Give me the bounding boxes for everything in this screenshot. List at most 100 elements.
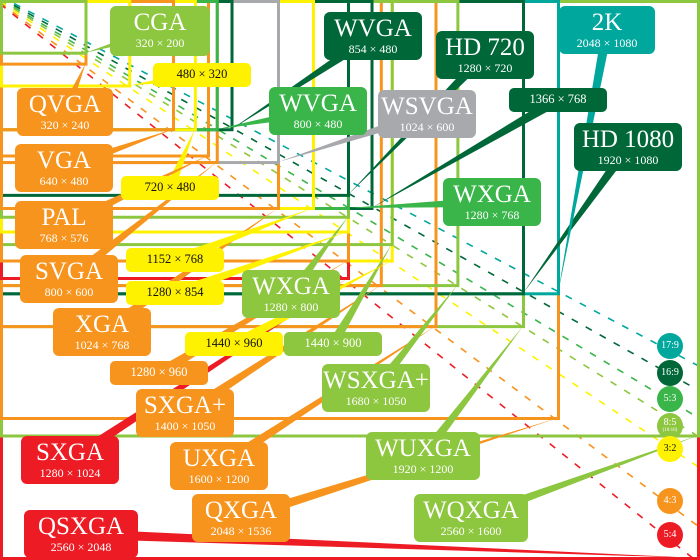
resolution-name: QSXGA: [37, 513, 125, 540]
aspect-ratio-badge-3-2: 3:2: [657, 436, 683, 462]
resolution-dimensions: 2560 × 1600: [440, 524, 502, 538]
aspect-ratio-badge-5-4: 5:4: [657, 522, 683, 548]
resolution-name: CGA: [133, 9, 187, 36]
resolution-dimensions: 640 × 480: [39, 174, 89, 188]
resolution-dimensions: 1440 × 960: [205, 336, 263, 350]
label-r1280x854: 1280 × 854: [126, 281, 224, 305]
aspect-ratio-label: 5:3: [663, 393, 677, 404]
label-wsxgaplus: WSXGA+1680 × 1050: [322, 364, 430, 412]
aspect-ratio-badge-4-3: 4:3: [657, 488, 683, 514]
diagonal-17-9: [5, 0, 700, 368]
aspect-ratio-label: 3:2: [663, 443, 677, 454]
resolution-name: WSXGA+: [323, 367, 429, 394]
label-r480x320: 480 × 320: [153, 63, 251, 87]
resolution-name: WXGA: [252, 273, 330, 300]
aspect-ratio-badge-5-3: 5:3: [657, 386, 683, 412]
resolution-name: 2K: [591, 9, 623, 36]
resolution-dimensions: 2048 × 1080: [576, 36, 638, 50]
aspect-ratio-label: 17:9: [661, 340, 679, 351]
label-r1280x960: 1280 × 960: [110, 361, 208, 385]
resolution-dimensions: 1280 × 768: [464, 208, 520, 222]
resolution-dimensions: 1366 × 768: [529, 92, 587, 106]
aspect-ratio-label: 16:9: [661, 367, 679, 378]
aspect-ratio-badge-8-5: 8:5(16:10): [657, 413, 683, 439]
resolution-dimensions: 1280 × 720: [457, 61, 513, 75]
resolution-dimensions: 1024 × 768: [74, 338, 130, 352]
resolution-dimensions: 800 × 480: [293, 117, 343, 131]
resolution-name: UXGA: [182, 445, 256, 472]
resolution-dimensions: 320 × 200: [135, 36, 185, 50]
resolution-name: VGA: [36, 147, 92, 174]
resolution-dimensions: 1152 × 768: [146, 252, 204, 266]
resolution-rect-cga: [0, 0, 88, 55]
resolution-dimensions: 2560 × 2048: [50, 540, 112, 554]
resolution-name: XGA: [74, 311, 130, 338]
leader-r1366x768: [371, 95, 561, 208]
aspect-ratio-label: 8:5: [663, 417, 677, 428]
resolution-name: WXGA: [453, 181, 531, 208]
aspect-ratio-badge-17-9: 17:9: [657, 333, 683, 359]
resolution-name: WVGA: [334, 15, 412, 42]
leader-r1440x900: [328, 244, 392, 347]
resolution-dimensions: 854 × 480: [348, 42, 398, 56]
resolution-name: WQXGA: [423, 497, 519, 524]
resolution-name: PAL: [41, 204, 87, 231]
resolution-dimensions: 2048 × 1536: [210, 524, 272, 538]
resolution-dimensions: 1600 × 1200: [188, 472, 250, 486]
resolution-name: WVGA: [279, 90, 357, 117]
leader-hd1080: [523, 144, 633, 294]
label-r1152x768: 1152 × 768: [126, 248, 224, 272]
label-r1366x768: 1366 × 768: [509, 88, 607, 112]
resolution-name: SXGA: [35, 439, 105, 466]
resolution-dimensions: 1920 × 1200: [392, 462, 454, 476]
resolution-name: QVGA: [28, 91, 102, 118]
resolution-dimensions: 800 × 600: [44, 285, 94, 299]
resolution-dimensions: 720 × 480: [144, 180, 196, 194]
resolution-dimensions: 768 × 576: [39, 231, 89, 245]
aspect-ratio-label: 5:4: [663, 529, 677, 540]
label-r1440x960: 1440 × 960: [185, 332, 283, 356]
resolution-name: WSVGA: [381, 93, 473, 120]
leader-qsxga: [80, 529, 698, 558]
resolution-dimensions: 1280 × 1024: [39, 466, 101, 480]
label-r720x480: 720 × 480: [121, 176, 219, 200]
label-sxgaplus: SXGA+1400 × 1050: [136, 389, 234, 437]
resolution-name: SXGA+: [143, 392, 227, 419]
aspect-ratio-label: 4:3: [663, 495, 677, 506]
aspect-ratio-sublabel: (16:10): [662, 428, 678, 433]
leader-r720x480: [165, 129, 195, 190]
resolution-dimensions: 320 × 240: [40, 118, 90, 132]
resolution-name: QXGA: [204, 497, 278, 524]
resolution-dimensions: 1280 × 800: [263, 300, 319, 314]
leader-wuxga: [419, 326, 523, 460]
resolution-dimensions: 1280 × 960: [130, 365, 188, 379]
resolution-name: HD 720: [445, 34, 525, 61]
resolution-dimensions: 1440 × 900: [304, 336, 362, 350]
resolution-dimensions: 480 × 320: [176, 67, 228, 81]
aspect-ratio-badge-16-9: 16:9: [657, 360, 683, 386]
resolution-dimensions: 1680 × 1050: [345, 394, 407, 408]
resolution-dimensions: 1024 × 600: [399, 120, 455, 134]
resolution-dimensions: 1280 × 854: [146, 285, 204, 299]
resolution-dimensions: 1400 × 1050: [154, 419, 216, 433]
